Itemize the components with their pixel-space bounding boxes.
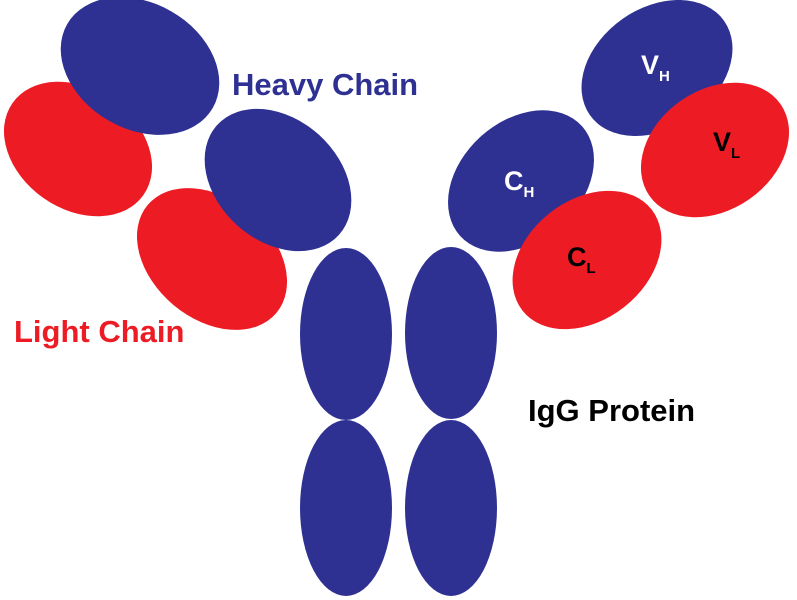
vh-label-main: V <box>641 50 659 80</box>
right-stem-lower-domain <box>405 420 497 596</box>
cl-label-main: C <box>567 242 587 272</box>
right-light-chain-variable-domain <box>640 82 790 218</box>
vl-label-main: V <box>713 127 731 157</box>
vl-label: VL <box>713 127 740 162</box>
vh-label: VH <box>641 50 670 85</box>
right-stem-upper-domain <box>405 247 497 419</box>
left-stem-upper-domain <box>300 248 392 420</box>
vh-label-subscript: H <box>659 68 670 85</box>
right-light-chain-constant-domain <box>512 190 662 330</box>
heavy-chain-label: Heavy Chain <box>232 67 418 102</box>
igg-protein-label: IgG Protein <box>528 393 695 428</box>
ch-label-subscript: H <box>524 184 535 201</box>
left-heavy-chain-constant-domain <box>204 108 352 252</box>
cl-label: CL <box>567 242 596 277</box>
vl-label-subscript: L <box>731 145 740 162</box>
left-stem-lower-domain <box>300 420 392 596</box>
left-heavy-chain-variable-domain <box>60 0 220 135</box>
cl-label-subscript: L <box>587 260 596 277</box>
ch-label: CH <box>504 166 534 201</box>
ch-label-main: C <box>504 166 524 196</box>
light-chain-label: Light Chain <box>14 314 184 349</box>
